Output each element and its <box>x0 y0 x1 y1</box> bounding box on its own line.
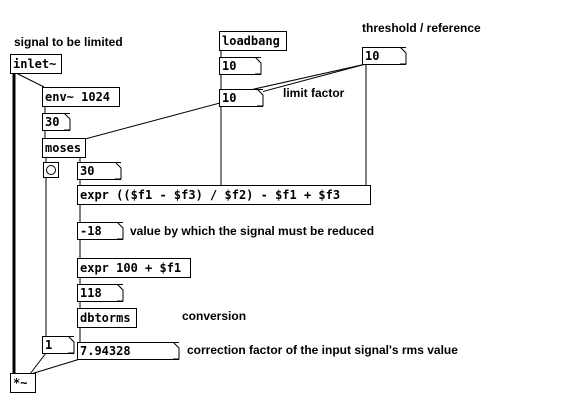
number-correction[interactable]: 7.94328 <box>77 342 180 360</box>
number-moses-right[interactable]: 30 <box>77 162 122 180</box>
comment-limit-factor: limit factor <box>283 86 345 100</box>
number-env-out[interactable]: 30 <box>42 113 71 131</box>
bang-button[interactable] <box>43 162 59 178</box>
number-left-one[interactable]: 1 <box>42 336 75 354</box>
number-threshold[interactable]: 10 <box>362 47 407 65</box>
cord-inlet-to-env <box>15 72 45 88</box>
number-corner-icon <box>400 47 407 65</box>
number-reduce[interactable]: -18 <box>77 222 124 240</box>
inlet-object[interactable]: inlet~ <box>10 54 62 74</box>
number-corner-icon <box>68 336 75 354</box>
comment-signal: signal to be limited <box>14 35 123 49</box>
expr-add-object[interactable]: expr 100 + $f1 <box>77 258 191 278</box>
cord-one-to-mult <box>29 352 47 375</box>
env-object[interactable]: env~ 1024 <box>42 87 120 107</box>
number-corner-icon <box>64 113 71 131</box>
mult-object[interactable]: *~ <box>10 373 36 393</box>
number-corner-icon <box>117 222 124 240</box>
number-plus100-value: 118 <box>77 284 123 302</box>
loadbang-object[interactable]: loadbang <box>219 31 287 51</box>
number-loadbang-out[interactable]: 10 <box>219 57 262 75</box>
cord-corr-to-mult <box>30 358 81 375</box>
number-left-one-value: 1 <box>42 336 74 354</box>
number-limit-factor-value: 10 <box>219 89 263 107</box>
number-corner-icon <box>257 89 264 107</box>
number-env-out-value: 30 <box>42 113 70 131</box>
number-limit-factor[interactable]: 10 <box>219 89 264 107</box>
number-loadbang-out-value: 10 <box>219 57 261 75</box>
comment-value-reduce: value by which the signal must be reduce… <box>130 224 375 238</box>
dbtorms-object[interactable]: dbtorms <box>77 308 137 328</box>
number-corner-icon <box>115 162 122 180</box>
comment-correction: correction factor of the input signal's … <box>187 343 458 357</box>
number-correction-value: 7.94328 <box>77 342 179 360</box>
number-corner-icon <box>173 342 180 360</box>
number-plus100[interactable]: 118 <box>77 284 124 302</box>
number-corner-icon <box>255 57 262 75</box>
number-reduce-value: -18 <box>77 222 123 240</box>
number-threshold-value: 10 <box>362 47 406 65</box>
expr-main-object[interactable]: expr (($f1 - $f3) / $f2) - $f1 + $f3 <box>77 185 371 205</box>
number-corner-icon <box>117 284 124 302</box>
number-moses-right-value: 30 <box>77 162 121 180</box>
comment-conversion: conversion <box>182 309 247 323</box>
comment-threshold: threshold / reference <box>362 21 481 35</box>
moses-object[interactable]: moses <box>42 138 86 158</box>
